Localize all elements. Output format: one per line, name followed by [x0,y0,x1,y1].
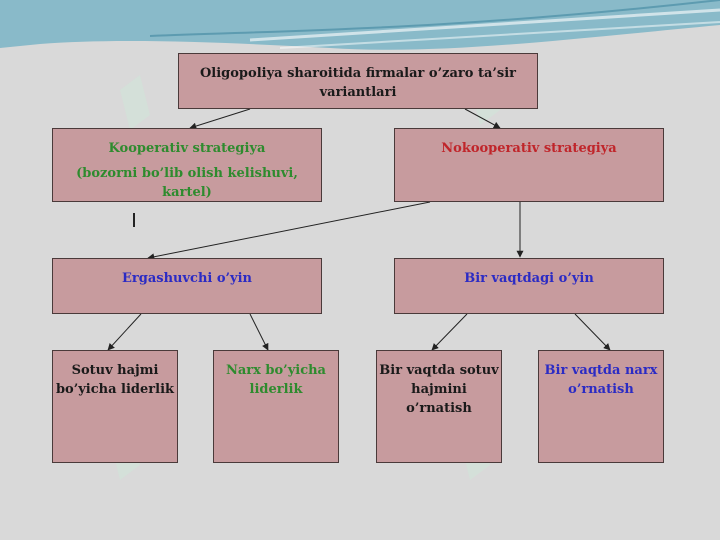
arrow-follower-to-leaf1 [107,313,142,351]
text-cursor [133,213,135,227]
simultaneous-game-title: Bir vaqtdagi o’yin [464,271,594,286]
leaf-2-line-2: liderlik [249,382,303,397]
leaf-price-leadership: Narx bo’yicha liderlik [213,350,339,463]
cooperative-subtitle: (bozorni bo’lib olish kelishuvi, kartel) [76,166,298,200]
follower-game-title: Ergashuvchi o’yin [121,271,253,286]
noncooperative-title: Nokooperativ strategiya [441,141,617,156]
arrow-root-to-noncooperative [464,108,501,129]
leaf-simultaneous-volume: Bir vaqtda sotuv hajmini o’rnatish [376,350,502,463]
leaf-sales-volume-leadership: Sotuv hajmi bo’yicha liderlik [52,350,178,463]
leaf-1-line-1: Sotuv hajmi [71,363,159,378]
arrow-noncooperative-to-follower [147,201,431,261]
noncooperative-strategy-node: Nokooperativ strategiya [394,128,664,202]
follower-game-node: Ergashuvchi o’yin [52,258,322,314]
leaf-2-line-1: Narx bo’yicha [225,363,326,378]
simultaneous-game-node: Bir vaqtdagi o’yin [394,258,664,314]
arrow-root-to-cooperative [189,108,251,130]
root-line-2: variantlari [319,85,397,100]
arrow-simultaneous-to-leaf3 [431,313,468,351]
leaf-4-line-2: o’rnatish [568,382,634,397]
root-line-1: Oligopoliya sharoitida firmalar o’zaro t… [199,66,517,81]
leaf-4-line-1: Bir vaqtda narx [544,363,658,378]
leaf-3-line-1: Bir vaqtda sotuv [379,363,499,378]
cooperative-strategy-node: Kooperativ strategiya (bozorni bo’lib ol… [52,128,322,202]
root-node: Oligopoliya sharoitida firmalar o’zaro t… [178,53,538,109]
arrow-simultaneous-to-leaf4 [574,313,611,351]
leaf-1-line-2: bo’yicha liderlik [55,382,175,397]
leaf-simultaneous-price: Bir vaqtda narx o’rnatish [538,350,664,463]
leaf-3-line-2: hajmini o’rnatish [406,382,472,416]
arrow-follower-to-leaf2 [249,313,269,351]
cooperative-title: Kooperativ strategiya [108,141,266,156]
